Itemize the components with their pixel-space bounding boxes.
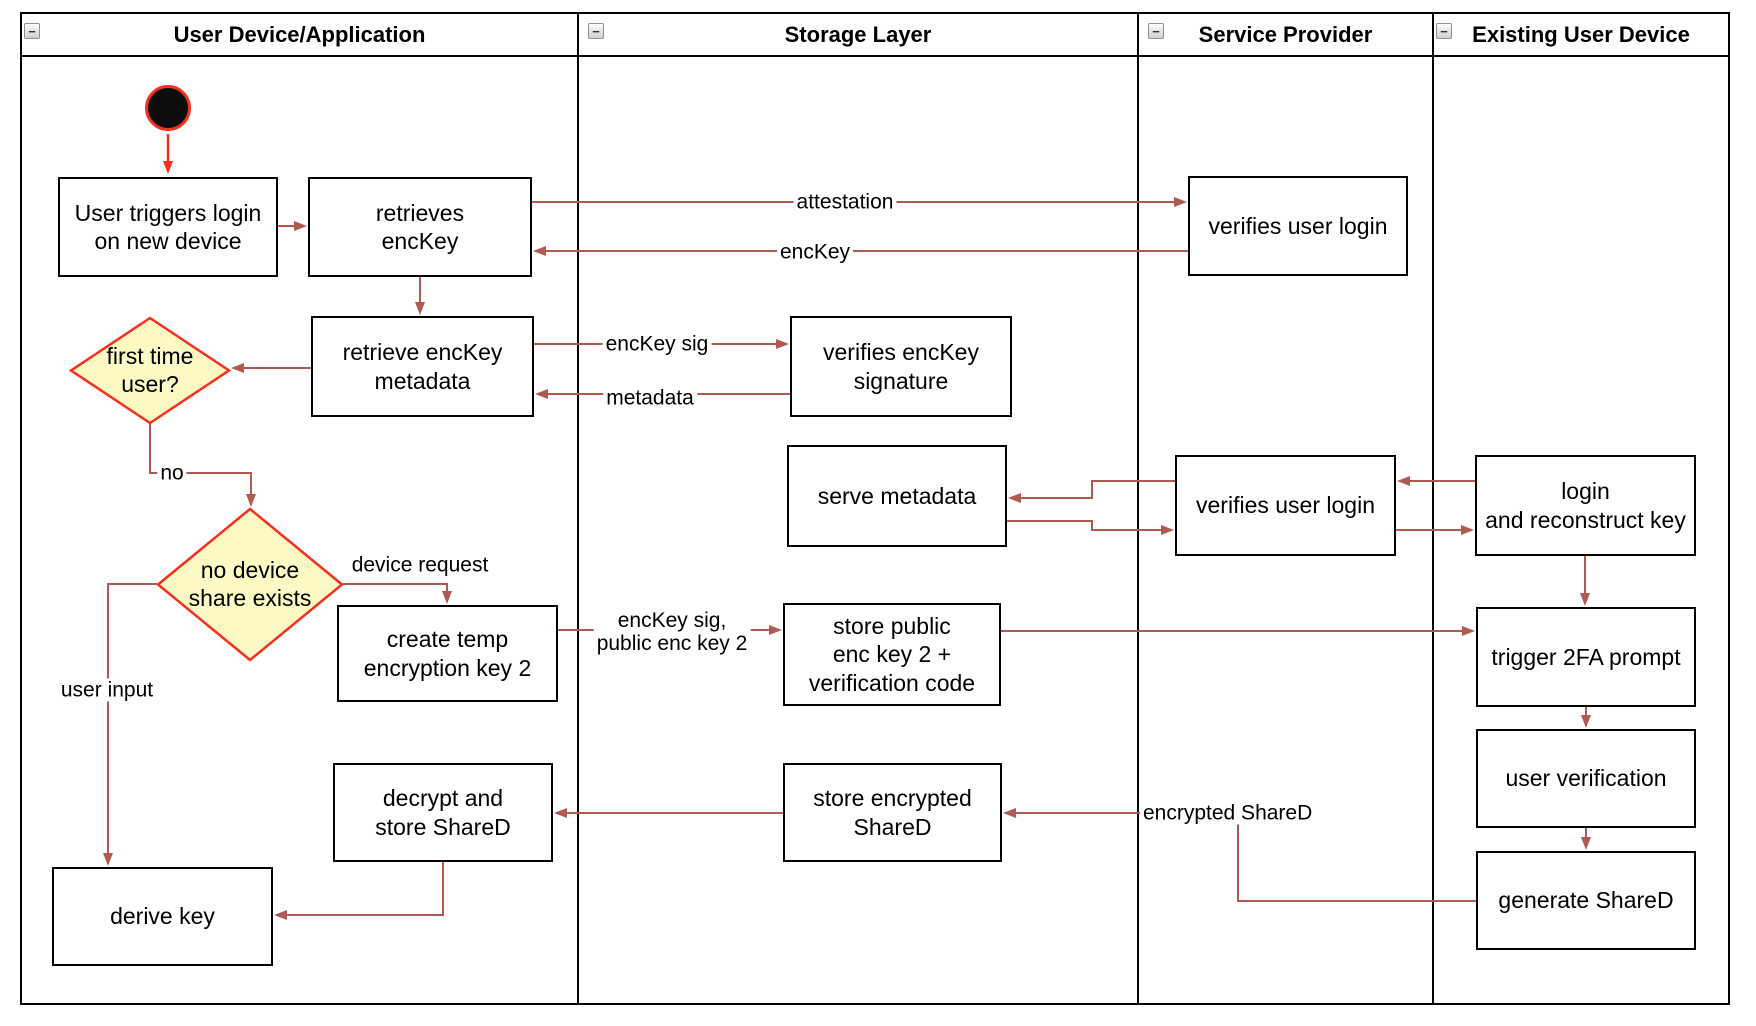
edge-label-enckey: encKey bbox=[776, 240, 854, 264]
diagram-outer-border bbox=[20, 12, 1730, 1005]
decision-no-device-share[interactable]: no device share exists bbox=[155, 506, 345, 663]
edge-label-enckey-sig-public: encKey sig, public enc key 2 bbox=[593, 608, 751, 656]
lane-header-existing-device[interactable]: Existing User Device bbox=[1433, 13, 1729, 56]
node-retrieves-enckey[interactable]: retrieves encKey bbox=[308, 177, 532, 277]
node-verifies-user-login-2[interactable]: verifies user login bbox=[1175, 455, 1396, 556]
node-generate-shared[interactable]: generate ShareD bbox=[1476, 851, 1696, 950]
collapse-icon[interactable]: − bbox=[1148, 23, 1164, 39]
node-login-and-reconstruct-key[interactable]: login and reconstruct key bbox=[1475, 455, 1696, 556]
node-store-public-enc-key[interactable]: store public enc key 2 + verification co… bbox=[783, 603, 1001, 706]
lane-title-existing-device: Existing User Device bbox=[1472, 21, 1690, 47]
node-trigger-2fa-prompt[interactable]: trigger 2FA prompt bbox=[1476, 607, 1696, 707]
lane-title-service-provider: Service Provider bbox=[1198, 21, 1373, 47]
node-store-encrypted-shared[interactable]: store encrypted ShareD bbox=[783, 763, 1002, 862]
edge-user-input bbox=[103, 583, 157, 866]
edge-no-branch bbox=[149, 424, 256, 507]
diamond-shape bbox=[156, 507, 344, 662]
node-derive-key[interactable]: derive key bbox=[52, 867, 273, 966]
node-retrieve-enckey-metadata[interactable]: retrieve encKey metadata bbox=[311, 316, 534, 417]
lane-title-storage-layer: Storage Layer bbox=[784, 21, 932, 47]
lane-header-service-provider[interactable]: Service Provider bbox=[1138, 13, 1433, 56]
decision-label: no device share exists bbox=[188, 556, 312, 611]
edge-verifies2-to-serve bbox=[1008, 480, 1175, 503]
lane-title-user-device: User Device/Application bbox=[173, 21, 426, 47]
edge-label-enckey-sig: encKey sig bbox=[602, 332, 712, 356]
edge-label-attestation: attestation bbox=[793, 190, 897, 214]
diamond-shape bbox=[68, 316, 232, 425]
edge-label-device-request: device request bbox=[348, 553, 492, 577]
edge-label-no: no bbox=[157, 461, 187, 485]
edge-label-metadata: metadata bbox=[603, 386, 697, 410]
lane-header-storage-layer[interactable]: Storage Layer bbox=[578, 13, 1138, 56]
start-node[interactable] bbox=[145, 85, 191, 131]
decision-label: first time user? bbox=[106, 342, 194, 397]
node-user-verification[interactable]: user verification bbox=[1476, 729, 1696, 828]
node-create-temp-encryption-key[interactable]: create temp encryption key 2 bbox=[337, 605, 558, 702]
collapse-icon[interactable]: − bbox=[1436, 23, 1452, 39]
collapse-icon[interactable]: − bbox=[24, 23, 40, 39]
edge-serve-to-verifies2 bbox=[1007, 520, 1174, 535]
node-verifies-enckey-signature[interactable]: verifies encKey signature bbox=[790, 316, 1012, 417]
lane-header-user-device[interactable]: User Device/Application bbox=[21, 13, 578, 56]
edge-device-request bbox=[343, 583, 452, 604]
collapse-icon[interactable]: − bbox=[588, 23, 604, 39]
edge-decrypt-to-derive bbox=[274, 862, 444, 920]
edge-label-user-input: user input bbox=[57, 678, 157, 702]
decision-first-time-user[interactable]: first time user? bbox=[68, 315, 232, 426]
edge-label-encrypted-shared: encrypted ShareD bbox=[1140, 801, 1316, 825]
node-decrypt-store-shared[interactable]: decrypt and store ShareD bbox=[333, 763, 553, 862]
node-serve-metadata[interactable]: serve metadata bbox=[787, 445, 1007, 547]
node-verifies-user-login-top[interactable]: verifies user login bbox=[1188, 176, 1408, 276]
edge-encrypted-shared bbox=[1003, 808, 1476, 902]
node-user-triggers-login[interactable]: User triggers login on new device bbox=[58, 177, 278, 277]
